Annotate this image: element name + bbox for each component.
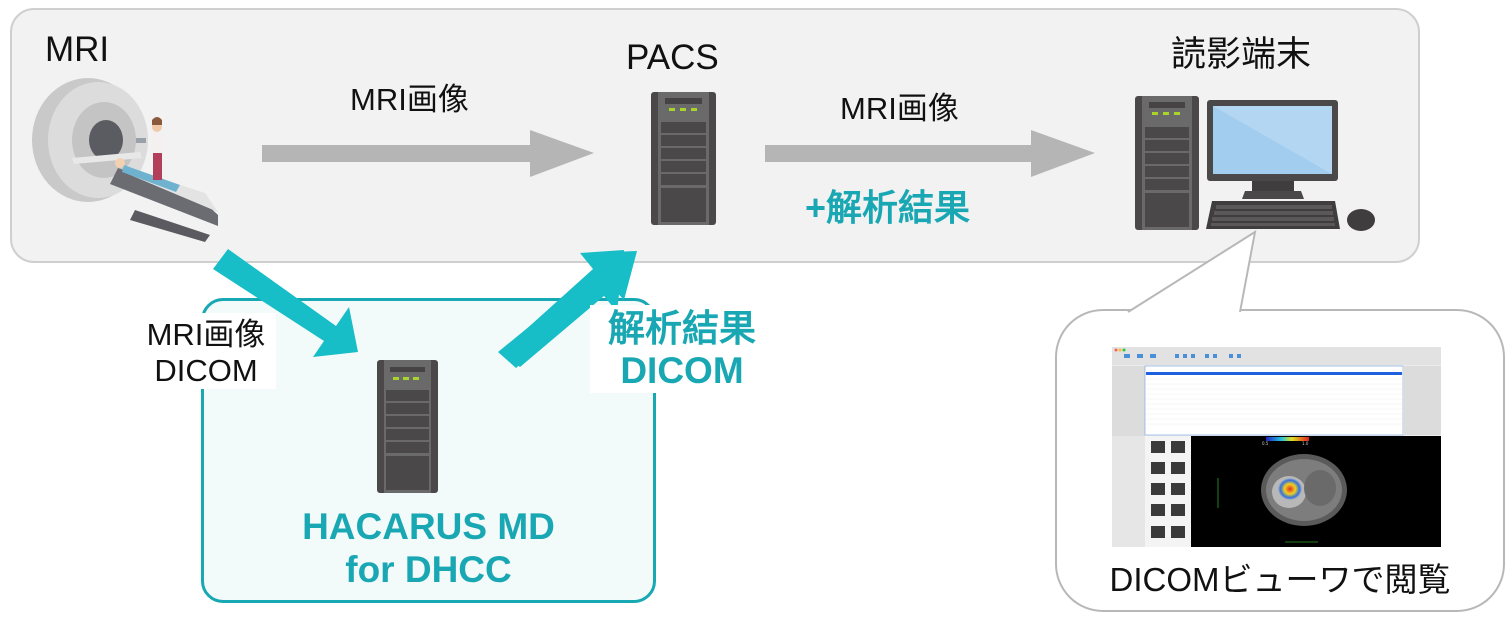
edge-label-mri-to-hacarus-line1: MRI画像	[146, 317, 266, 352]
edge-label-mri-to-hacarus-line2: DICOM	[154, 353, 258, 388]
edge-label-hacarus-to-pacs-line2: DICOM	[620, 350, 744, 391]
edge-label-pacs-to-terminal: MRI画像	[840, 91, 959, 126]
viewer-terminal-title: 読影端末	[1171, 35, 1312, 74]
colorbar-min-label: 0.5	[1262, 441, 1269, 446]
colorbar-max-label: 1.0	[1302, 441, 1309, 446]
edge-label-mri-to-hacarus: MRI画像 DICOM	[136, 313, 276, 389]
pacs-title: PACS	[626, 38, 719, 77]
hacarus-title-line1: HACARUS MD	[302, 506, 555, 547]
edge-label-hacarus-to-pacs: 解析結果 DICOM	[590, 305, 774, 393]
edge-extra-label-analysis-result: +解析結果	[805, 187, 971, 228]
hacarus-title: HACARUS MD for DHCC	[201, 505, 656, 591]
mri-title: MRI	[45, 30, 110, 69]
callout-caption: DICOMビューワで閲覧	[1109, 561, 1451, 598]
edge-label-hacarus-to-pacs-line1: 解析結果	[608, 308, 756, 349]
hacarus-title-line2: for DHCC	[345, 549, 512, 590]
edge-label-mri-to-pacs: MRI画像	[350, 82, 469, 117]
